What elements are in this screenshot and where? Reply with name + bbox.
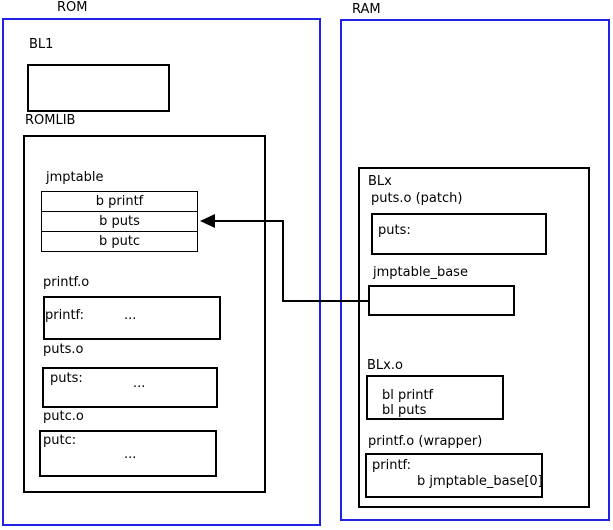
blx-label: BLx: [368, 174, 392, 189]
jmptable-label: jmptable: [46, 170, 104, 185]
putc-o-label: putc.o: [43, 409, 84, 424]
romlib-label: ROMLIB: [25, 113, 76, 128]
jmptable-row-b-putc: b putc: [42, 231, 197, 251]
jmptable-row-b-puts: b puts: [42, 211, 197, 231]
blx-o-box: [366, 375, 504, 420]
puts-patch-box: [371, 213, 547, 255]
putc-o-symbol: putc:: [43, 433, 77, 448]
printf-o-ellipsis: ...: [124, 308, 137, 323]
blx-o-bl-puts: bl puts: [382, 403, 427, 418]
blx-o-label: BLx.o: [367, 358, 403, 373]
rom-title: ROM: [57, 0, 88, 15]
printf-wrapper-label: printf.o (wrapper): [368, 434, 483, 449]
blx-o-bl-printf: bl printf: [382, 388, 434, 403]
jmptable-base-label: jmptable_base: [373, 265, 468, 280]
jmptable-row-b-printf: b printf: [95, 194, 144, 209]
puts-patch-symbol: puts:: [378, 223, 411, 238]
puts-o-ellipsis: ...: [133, 376, 146, 391]
putc-o-box: [39, 430, 217, 477]
puts-patch-label: puts.o (patch): [371, 191, 463, 206]
putc-o-ellipsis: ...: [124, 447, 137, 462]
jmptable-rows: b printf b puts b putc: [41, 191, 198, 252]
jmptable-base-box: [368, 285, 515, 316]
printf-o-label: printf.o: [43, 275, 90, 290]
puts-o-label: puts.o: [43, 342, 84, 357]
printf-wrapper-symbol: printf:: [372, 458, 412, 473]
printf-wrapper-body: b jmptable_base[0]: [417, 474, 543, 489]
ram-title: RAM: [352, 2, 381, 17]
puts-o-symbol: puts:: [50, 371, 83, 386]
printf-wrapper-box: [365, 453, 543, 498]
puts-o-box: [42, 367, 218, 408]
printf-o-box: [43, 296, 221, 340]
bl1-label: BL1: [29, 37, 54, 52]
printf-o-symbol: printf:: [45, 308, 85, 323]
bl1-box: [27, 64, 170, 112]
